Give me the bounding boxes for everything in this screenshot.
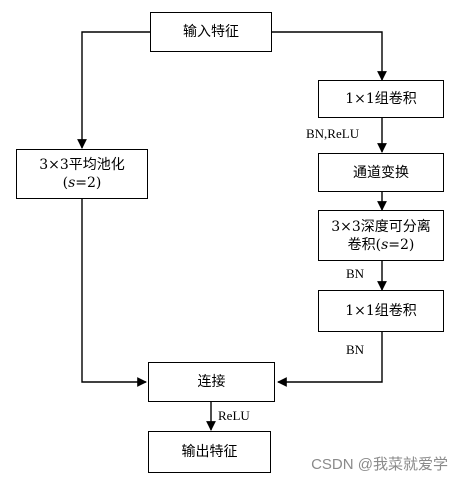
concat-node: 连接 (148, 362, 275, 402)
edge-avgpool-to-concat (81, 199, 147, 387)
avg-pool-node: 3×3平均池化 (s=2) (16, 149, 148, 199)
edge-input-to-avgpool (77, 31, 150, 149)
relu-edge-label: ReLU (218, 408, 250, 423)
watermark: CSDN @我菜就爱学 (311, 456, 448, 473)
group-conv-1x1-label-bottom: 1×1组卷积 (345, 303, 417, 319)
input-features-label: 输入特征 (183, 24, 239, 40)
depthwise-conv-stride-var: s (381, 236, 389, 253)
depthwise-conv-node: 3×3深度可分离 卷积(s=2) (318, 210, 444, 261)
channel-shuffle-label: 通道变换 (353, 164, 409, 181)
bn-edge-label-2: BN (346, 342, 365, 357)
depthwise-conv-label-line1: 3×3深度可分离 (331, 218, 431, 235)
bn-relu-edge-label: BN,ReLU (306, 126, 360, 141)
output-features-label: 输出特征 (181, 444, 238, 460)
edge-groupconv2-to-concat (277, 332, 383, 387)
channel-shuffle-node: 通道变换 (318, 153, 444, 192)
depthwise-conv-line2-suffix: =2) (388, 236, 415, 253)
input-features-node: 输入特征 (150, 12, 272, 52)
avg-pool-label-line1: 3×3平均池化 (39, 157, 125, 173)
group-conv-1x1-label-top: 1×1组卷积 (345, 91, 417, 107)
output-features-node: 输出特征 (148, 431, 271, 473)
avg-pool-label-line2: (s=2) (63, 174, 102, 192)
group-conv-1x1-node-bottom: 1×1组卷积 (318, 290, 444, 332)
edge-input-to-groupconv1 (272, 31, 387, 81)
concat-label: 连接 (197, 374, 226, 390)
depthwise-conv-label-line2: 卷积(s=2) (348, 236, 415, 254)
depthwise-conv-line2-prefix: 卷积( (347, 236, 382, 253)
bn-edge-label-1: BN (346, 266, 365, 281)
avg-pool-line2-suffix: =2) (75, 175, 102, 191)
avg-pool-line2-prefix: ( (62, 175, 69, 191)
avg-pool-stride-var: s (68, 175, 76, 191)
group-conv-1x1-node-top: 1×1组卷积 (318, 80, 444, 118)
